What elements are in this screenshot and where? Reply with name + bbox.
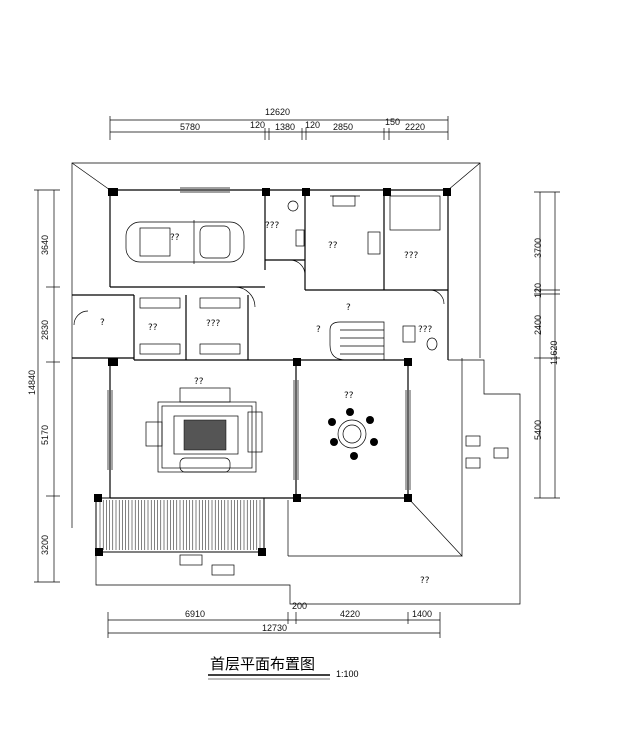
kitchen-fixtures (287, 195, 441, 351)
misc-furniture (139, 297, 509, 576)
dim-top-e: 2850 (333, 122, 353, 132)
dim-bottom-c: 4220 (340, 609, 360, 619)
dim-left-a: 3640 (40, 235, 50, 255)
stair-icon (329, 321, 385, 361)
label-toilet: ??? (418, 325, 433, 335)
dim-right-d: 5400 (533, 420, 543, 440)
dim-left-overall: 14840 (27, 370, 37, 395)
dim-right-b: 120 (533, 283, 543, 298)
label-closet: ??? (206, 319, 221, 329)
label-kitchen: ?? (328, 241, 338, 251)
dim-right-a: 3700 (533, 238, 543, 258)
dim-bottom-a: 6910 (185, 609, 205, 619)
terrace-deck-frame (95, 497, 265, 553)
label-stair: ? (346, 303, 351, 313)
bottom-dimensions: 6910 200 4220 1400 12730 (107, 601, 441, 638)
roof-outline (71, 162, 521, 605)
dim-left-c: 5170 (40, 425, 50, 445)
dining-table-icon (328, 408, 378, 460)
dim-right-c: 2400 (533, 315, 543, 335)
left-dimensions: 14840 3640 2830 5170 3200 (27, 189, 60, 583)
label-garage: ?? (170, 233, 180, 243)
label-terrace: ?? (420, 576, 430, 586)
drawing-title: 首层平面布置图 (210, 655, 315, 673)
windows (107, 187, 411, 490)
dim-top-c: 1380 (275, 122, 295, 132)
dim-bottom-b: 200 (292, 601, 307, 611)
label-living: ?? (194, 377, 204, 387)
label-dining: ?? (344, 391, 354, 401)
dim-bottom-d: 1400 (412, 609, 432, 619)
dim-top-g: 2220 (405, 122, 425, 132)
right-dimensions: 3700 120 2400 5400 11620 (533, 191, 560, 499)
dim-left-d: 3200 (40, 535, 50, 555)
label-entry: ? (100, 318, 105, 328)
drawing-scale: 1:100 (336, 669, 359, 679)
dim-top-f: 150 (385, 117, 400, 127)
car-icon (125, 220, 245, 264)
dim-top-overall: 12620 (265, 107, 290, 117)
dim-top-a: 5780 (180, 122, 200, 132)
dim-top-d: 120 (305, 120, 320, 130)
dim-top-b: 120 (250, 120, 265, 130)
dim-bottom-overall: 12730 (262, 623, 287, 633)
label-hall: ? (316, 325, 321, 335)
sofa-set-icon (145, 387, 263, 473)
dim-right-overall: 11620 (549, 341, 559, 365)
terrace-deck (95, 497, 265, 553)
dim-left-b: 2830 (40, 320, 50, 340)
label-storage: ?? (148, 323, 158, 333)
label-bath-top: ??? (265, 221, 280, 231)
top-dimensions: 12620 5780 120 1380 120 2850 150 2220 (109, 107, 449, 140)
pillars (94, 188, 451, 556)
label-bedroom-top: ??? (404, 251, 419, 261)
room-labels: ?? ??? ?? ??? ? ?? ??? ? ? ??? ?? ?? ?? (100, 221, 433, 586)
door-swings (73, 259, 445, 326)
